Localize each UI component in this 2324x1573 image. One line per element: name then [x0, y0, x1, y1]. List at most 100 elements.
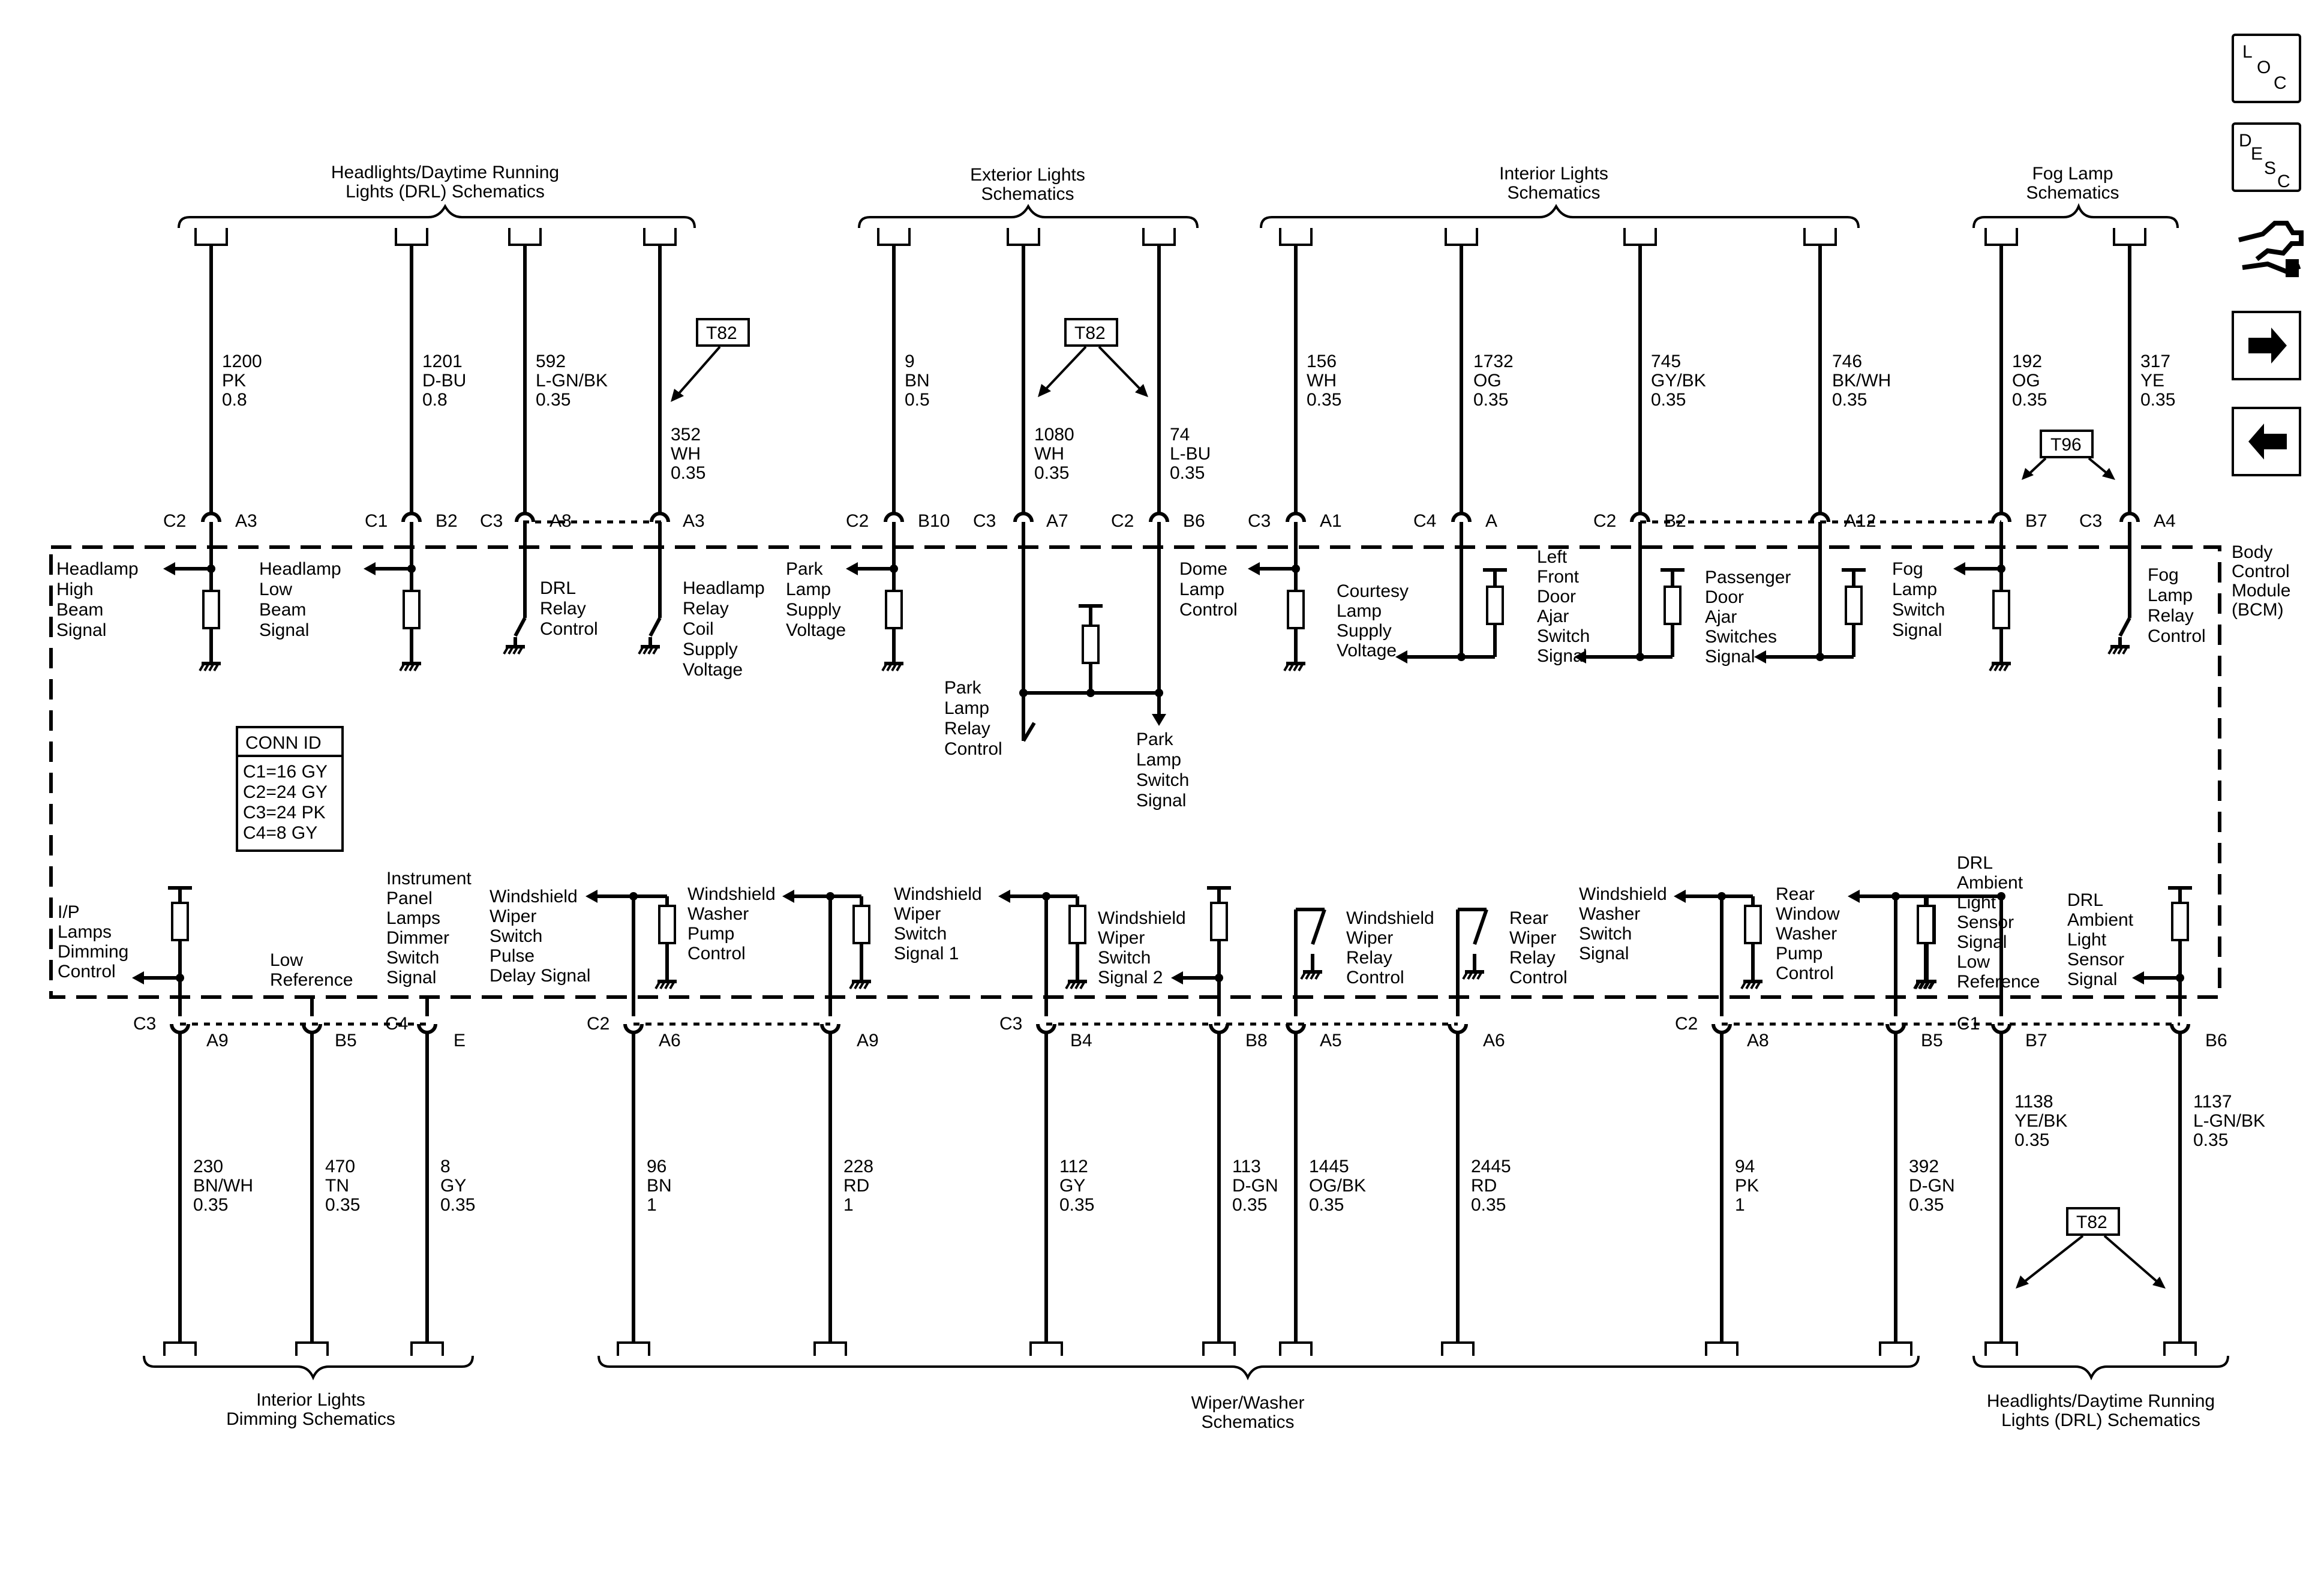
top-wire-7-pin: B6 [1183, 511, 1205, 531]
bottom-wire-12-pin: B7 [2025, 1031, 2047, 1050]
t96-tag: T96 [2022, 430, 2115, 480]
bottom-wire-7-function-1: Windshield [1098, 908, 1186, 928]
top-wire-6-circuit-1: 1080 [1034, 425, 1074, 445]
bottom-internal-circuits: I/PLampsDimmingControlWindshieldWasherPu… [58, 853, 2192, 1016]
bottom-header-1: Interior Lights Dimming Schematics [143, 1355, 474, 1429]
desc-icon[interactable]: D E S C [2232, 122, 2301, 192]
top-wire-12-function-1: Fog [1892, 559, 1923, 579]
bottom-wire-8-function-4: Control [1346, 968, 1404, 987]
top-wire-4-function-2: Relay [683, 599, 729, 619]
bottom-wire-12-function-7: Reference [1957, 972, 2040, 992]
top-wire-5-circuit-3: 0.5 [905, 390, 930, 410]
bottom-wire-3-function-2: Panel [386, 888, 433, 908]
bottom-wire-5-function-4: Control [687, 944, 746, 963]
top-wire-8-pin: A1 [1320, 511, 1342, 531]
bottom-wire-10-circuit-1: 94 [1735, 1157, 1755, 1176]
bottom-wire-9-circuit-1: 2445 [1471, 1157, 1511, 1176]
loc-icon[interactable]: L O C [2232, 34, 2301, 103]
top-wire-5-function-2: Lamp [786, 580, 831, 599]
top-wire-3-circuit-1: 592 [536, 352, 566, 371]
t82-tag-1-label: T82 [706, 323, 737, 343]
top-wire-10-pin: B2 [1664, 511, 1686, 531]
top-wire-1-circuit-1: 1200 [222, 352, 262, 371]
bottom-wire-6-function-4: Signal 1 [894, 944, 959, 963]
top-wire-4-function-1: Headlamp [683, 578, 765, 598]
bottom-wire-10-connector: C2 [1675, 1014, 1698, 1034]
bottom-wire-6-connector: C3 [999, 1014, 1022, 1034]
bottom-wire-5-circuit-1: 228 [843, 1157, 873, 1176]
top-wire-10-circuit-2: GY/BK [1651, 371, 1706, 391]
bottom-wire-1-pin: A9 [206, 1031, 229, 1050]
bottom-wire-7-function-2: Wiper [1098, 928, 1145, 948]
top-wire-10-function-5: Switch [1537, 626, 1590, 646]
bottom-wire-5-function-3: Pump [687, 924, 734, 944]
t82-tag-1: T82 [671, 318, 750, 402]
bottom-wire-3-pin: E [454, 1031, 466, 1050]
next-arrow-icon[interactable] [2232, 311, 2301, 380]
top-wire-10-circuit-1: 745 [1651, 352, 1681, 371]
top-wire-13-function-1: Fog [2148, 565, 2179, 585]
bottom-wire-13-function-2: Ambient [2067, 910, 2134, 930]
bottom-wire-3-function-4: Dimmer [386, 928, 449, 948]
bottom-wire-8-function-2: Wiper [1346, 928, 1393, 948]
top-wire-7-connector: C2 [1111, 511, 1134, 531]
top-wire-3-connector: C3 [480, 511, 503, 531]
conn-id-row-1: C1=16 GY [243, 762, 328, 782]
top-wire-1-function-4: Signal [56, 620, 106, 640]
top-header-2: Exterior Lights Schematics [858, 165, 1199, 229]
top-wire-1-function-2: High [56, 580, 94, 599]
top-wire-5-function-1: Park [786, 559, 824, 579]
bottom-wire-7-circuit-1: 113 [1232, 1157, 1261, 1176]
top-wire-9-function-2: Lamp [1337, 601, 1382, 621]
bottom-wire-3-circuit-2: GY [440, 1176, 466, 1196]
bottom-wire-7-function-4: Signal 2 [1098, 968, 1163, 987]
bottom-wire-11-function-5: Control [1776, 963, 1834, 983]
bottom-wire-1-function-4: Control [58, 962, 116, 981]
bottom-wire-9-circuit-2: RD [1471, 1176, 1497, 1196]
bottom-wire-12-circuit-2: YE/BK [2014, 1111, 2067, 1131]
connector-tool-icon[interactable] [2238, 221, 2304, 277]
top-wire-8-connector: C3 [1248, 511, 1271, 531]
top-wire-7-function-1: Park [1136, 730, 1174, 749]
top-wire-5-function-3: Supply [786, 600, 841, 620]
bottom-wire-4-pin: A6 [659, 1031, 681, 1050]
top-wire-3-circuit-2: L-GN/BK [536, 371, 608, 391]
top-wire-1-pin: A3 [235, 511, 257, 531]
bottom-wire-4-function-4: Pulse [490, 946, 535, 966]
bottom-wire-11-circuit-2: D-GN [1909, 1176, 1955, 1196]
top-wire-10-function-1: Left [1537, 547, 1568, 567]
bottom-wire-10-function-4: Signal [1579, 944, 1629, 963]
top-wire-10-circuit-3: 0.35 [1651, 390, 1686, 410]
bottom-wire-11-circuit-3: 0.35 [1909, 1195, 1944, 1215]
top-internal-circuits: HeadlampHighBeamSignalHeadlampLowBeamSig… [56, 540, 2206, 810]
top-wire-10-function-6: Signal [1537, 646, 1587, 666]
top-wire-13-pin: A4 [2154, 511, 2176, 531]
top-wire-11-function-5: Signal [1705, 647, 1755, 667]
top-wire-5-circuit-2: BN [905, 371, 930, 391]
bottom-header-2-line-2: Schematics [1201, 1412, 1294, 1432]
top-wire-4-function-5: Voltage [683, 660, 743, 680]
previous-arrow-icon[interactable] [2232, 407, 2301, 476]
top-wire-9-circuit-3: 0.35 [1473, 390, 1508, 410]
bottom-wire-6-function-3: Switch [894, 924, 947, 944]
bottom-wire-12-function-3: Light [1957, 893, 1996, 912]
top-wire-6-function-1: Park [944, 678, 982, 698]
bottom-wire-2-circuit-1: 470 [325, 1157, 355, 1176]
bottom-wire-6-circuit-3: 0.35 [1059, 1195, 1094, 1215]
top-wire-4-circuit-3: 0.35 [671, 463, 705, 483]
top-wire-9-function-3: Supply [1337, 621, 1392, 641]
bottom-header-1-line-2: Dimming Schematics [226, 1409, 395, 1429]
module-label-3: Module [2232, 581, 2290, 601]
bottom-wires: 230BN/WH0.35C3A9470TN0.35B58GY0.35C4E96B… [58, 853, 2265, 1356]
loc-letter-1: L [2242, 42, 2253, 62]
top-wire-2-function-1: Headlamp [259, 559, 341, 579]
bottom-wire-7-circuit-3: 0.35 [1232, 1195, 1267, 1215]
conn-id-box: CONN ID C1=16 GY C2=24 GY C3=24 PK C4=8 … [236, 726, 344, 852]
top-wire-12-circuit-3: 0.35 [2012, 390, 2047, 410]
